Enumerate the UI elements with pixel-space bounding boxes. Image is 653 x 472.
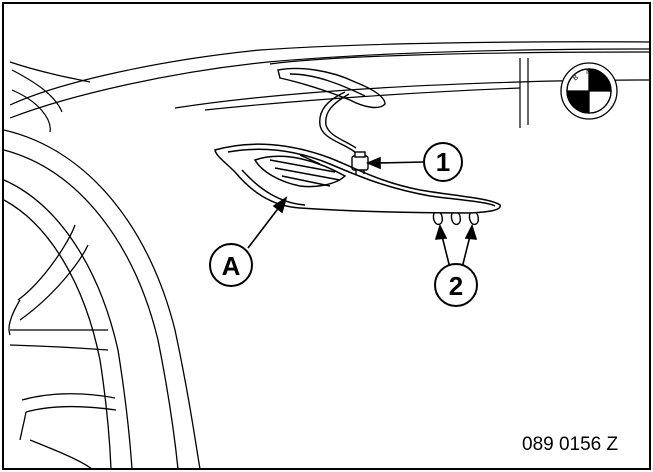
bmw-emblem-icon: B M W (560, 62, 618, 120)
svg-text:B: B (571, 73, 580, 82)
callout-label-a: A (222, 251, 241, 281)
callout-circle-a (209, 243, 253, 287)
clip-parts (432, 212, 479, 226)
wheel (3, 129, 201, 470)
callout-label-2: 2 (449, 271, 463, 301)
callout-circle-1 (423, 142, 463, 182)
car-body-lines (9, 41, 651, 133)
figure-code: 089 0156 Z (522, 434, 619, 455)
svg-text:M: M (586, 68, 592, 76)
callout-label-1: 1 (436, 147, 450, 177)
trim-strip (214, 143, 501, 214)
svg-text:W: W (598, 72, 609, 83)
callout-circle-2 (434, 263, 478, 307)
upper-intake (277, 67, 386, 161)
callout-leaders (247, 156, 478, 269)
